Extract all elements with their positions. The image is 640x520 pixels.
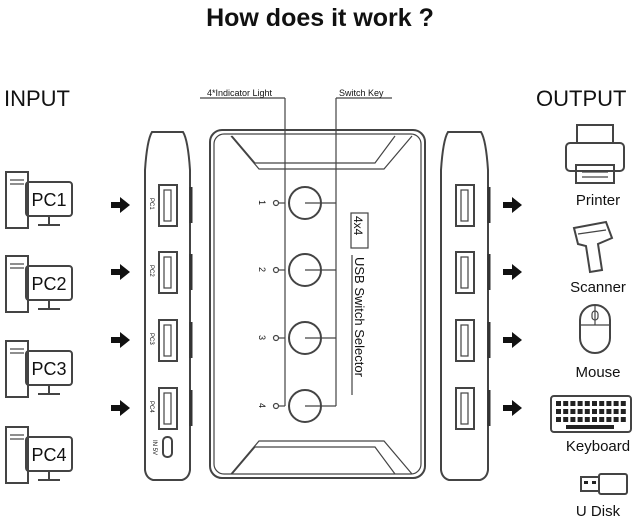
button-number: 3 <box>257 335 267 340</box>
arrow-right-icon <box>503 264 522 280</box>
usb-disk-icon <box>580 473 628 495</box>
indicator-light <box>272 334 280 342</box>
indicator-light-label: 4*Indicator Light <box>207 88 273 98</box>
arrow-right-icon <box>503 400 522 416</box>
pc-label: PC2 <box>31 274 66 294</box>
output-label: U Disk <box>576 503 621 520</box>
button-number: 2 <box>257 267 267 272</box>
indicator-light <box>272 266 280 274</box>
arrow-right-icon <box>111 264 130 280</box>
output-label: Printer <box>576 192 620 209</box>
usb-port <box>455 387 475 430</box>
power-port-label: IN 5V <box>151 440 157 455</box>
usb-port <box>158 184 178 227</box>
arrow-right-icon <box>111 332 130 348</box>
power-port <box>162 436 173 458</box>
diagram-title: How does it work ? <box>206 4 434 32</box>
input-heading: INPUT <box>4 86 70 111</box>
button-number: 1 <box>257 200 267 205</box>
keyboard-icon <box>550 395 632 433</box>
indicator-light <box>272 199 280 207</box>
output-label: Keyboard <box>566 438 630 455</box>
output-label: Scanner <box>570 279 626 296</box>
arrow-right-icon <box>111 197 130 213</box>
pc-icon: PC2 <box>5 255 73 313</box>
model-label: 4x4 <box>351 216 365 236</box>
usb-port <box>158 387 178 430</box>
arrow-right-icon <box>111 400 130 416</box>
output-heading: OUTPUT <box>536 86 626 111</box>
port-label: PC3 <box>148 333 154 345</box>
indicator-light <box>272 402 280 410</box>
button-number: 4 <box>257 403 267 408</box>
usb-port <box>158 319 178 362</box>
device-name: USB Switch Selector <box>352 257 367 378</box>
pc-label: PC1 <box>31 190 66 210</box>
model-badge <box>350 212 369 249</box>
pc-icon: PC4 <box>5 426 73 484</box>
device-right-side <box>440 131 491 481</box>
usb-port <box>455 184 475 227</box>
printer-icon <box>565 124 625 184</box>
usb-port <box>158 251 178 294</box>
arrow-right-icon <box>503 197 522 213</box>
usb-port <box>455 319 475 362</box>
port-label: PC1 <box>148 198 154 210</box>
output-label: Mouse <box>575 364 620 381</box>
port-label: PC4 <box>148 401 154 413</box>
usb-port <box>455 251 475 294</box>
pc-label: PC4 <box>31 445 66 465</box>
pc-icon: PC1 <box>5 171 73 229</box>
device-top-face: 1 2 3 4 4*Indicator Light Switch Key 4x4 US… <box>200 88 426 479</box>
pc-label: PC3 <box>31 359 66 379</box>
scanner-icon <box>572 220 614 274</box>
port-label: PC2 <box>148 265 154 277</box>
pc-icon: PC3 <box>5 340 73 398</box>
arrow-right-icon <box>503 332 522 348</box>
switch-key-label: Switch Key <box>339 88 384 98</box>
mouse-icon <box>579 304 611 354</box>
